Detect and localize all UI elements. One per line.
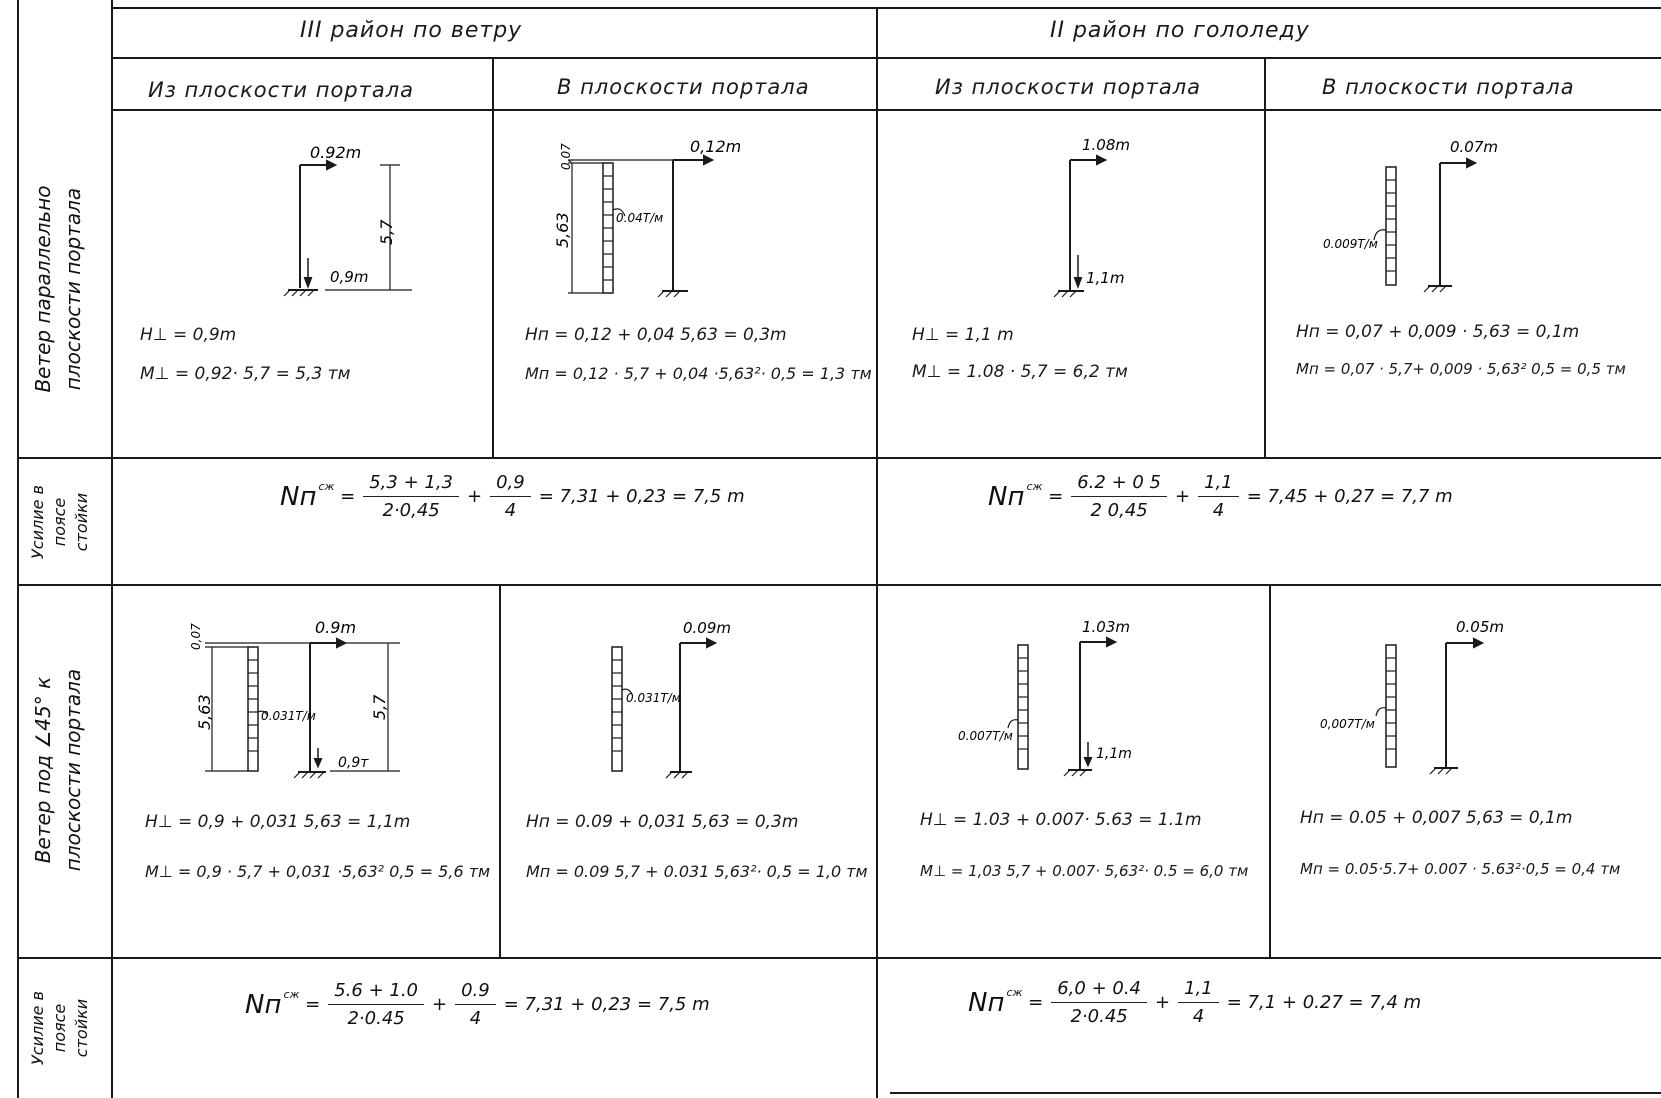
r1c3-m: M⊥ = 1.08 · 5,7 = 6,2 тм (912, 362, 1128, 382)
header-in-plane-2: В плоскости портала (1322, 75, 1575, 99)
diagram-portal-5 (205, 637, 400, 779)
r3c2-h: Hп = 0.09 + 0,031 5,63 = 0,3m (526, 812, 799, 832)
r3c3-m: M⊥ = 1,03 5,7 + 0.007· 5,63²· 0.5 = 6,0 … (920, 862, 1249, 880)
diagram-portal-6 (611, 637, 718, 779)
d8-top-load: 0.05m (1456, 618, 1504, 636)
d6-top-load: 0.09m (683, 619, 731, 637)
diagram-portal-4 (1373, 157, 1478, 293)
header-out-of-plane-1: Из плоскости портала (148, 78, 415, 102)
diagram-portal-8 (1375, 637, 1485, 775)
row-label-force-2: Усилие в поясе стойки (28, 991, 91, 1065)
r1c2-m: Mп = 0,12 · 5,7 + 0,04 ·5,63²· 0,5 = 1,3… (525, 364, 872, 383)
r1c3-h: H⊥ = 1,1 m (912, 325, 1014, 345)
d4-top-load: 0.07m (1450, 138, 1498, 156)
d2-top-load: 0,12m (690, 137, 741, 156)
d4-dist-load: 0.009T/м (1323, 237, 1378, 251)
d8-dist-load: 0,007T/м (1320, 717, 1375, 731)
r1c4-m: Mп = 0,07 · 5,7+ 0,009 · 5,63² 0,5 = 0,5… (1296, 360, 1626, 378)
d7-bottom-load: 1,1m (1096, 746, 1132, 762)
d3-bottom-load: 1,1m (1086, 269, 1124, 287)
d2-dist-load: 0.04T/м (616, 211, 663, 225)
d5-dist-load: 0.031T/м (261, 709, 316, 723)
diagram-portal-7 (1007, 636, 1118, 777)
d6-dist-load: 0.031T/м (626, 691, 681, 705)
row-label-force-1: Усилие в поясе стойки (28, 485, 91, 559)
d1-bottom-load: 0,9m (330, 268, 368, 286)
d5-top-load: 0.9m (315, 618, 356, 637)
d7-top-load: 1.03m (1082, 618, 1130, 636)
diagram-portal-3 (1053, 154, 1108, 298)
r3c1-m: M⊥ = 0,9 · 5,7 + 0,031 ·5,63² 0,5 = 5,6 … (145, 862, 491, 881)
d5-height-left: 5,63 (195, 694, 214, 730)
table-grid (17, 0, 1661, 1098)
d2-top-offset: 0,07 (559, 143, 573, 170)
r1c4-h: Hп = 0,07 + 0,009 · 5,63 = 0,1m (1296, 322, 1580, 342)
d1-height: 5,7 (377, 219, 396, 245)
d7-dist-load: 0.007T/м (958, 729, 1013, 743)
r1c2-h: Hп = 0,12 + 0,04 5,63 = 0,3m (525, 325, 787, 345)
r3c3-h: H⊥ = 1.03 + 0.007· 5.63 = 1.1m (920, 810, 1202, 830)
r1c1-m: M⊥ = 0,92· 5,7 = 5,3 тм (140, 364, 351, 384)
r3c1-h: H⊥ = 0,9 + 0,031 5,63 = 1,1m (145, 812, 411, 832)
header-wind-region: III район по ветру (300, 18, 523, 43)
diagram-portal-2 (568, 154, 715, 298)
row-label-wind-parallel: Ветер параллельно плоскости портала (31, 185, 85, 393)
r3c2-m: Mп = 0.09 5,7 + 0.031 5,63²· 0,5 = 1,0 т… (526, 862, 868, 881)
header-ice-region: II район по гололеду (1050, 18, 1310, 43)
d5-top-offset: 0,07 (189, 623, 203, 650)
row-label-wind-45: Ветер под ∠45° к плоскости портала (31, 668, 85, 872)
diagram-portal-1 (283, 159, 412, 297)
d2-height: 5,63 (553, 212, 572, 248)
d1-top-load: 0.92m (310, 143, 361, 162)
d3-top-load: 1.08m (1082, 136, 1130, 154)
header-in-plane-1: В плоскости портала (557, 75, 810, 99)
d5-bottom-load: 0,9т (338, 755, 369, 771)
r3c4-m: Mп = 0.05·5.7+ 0.007 · 5.63²·0,5 = 0,4 т… (1300, 860, 1621, 878)
r3c4-h: Hп = 0.05 + 0,007 5,63 = 0,1m (1300, 808, 1573, 828)
header-out-of-plane-2: Из плоскости портала (935, 75, 1202, 99)
d5-height-right: 5,7 (370, 694, 389, 720)
r1c1-h: H⊥ = 0,9m (140, 325, 237, 345)
